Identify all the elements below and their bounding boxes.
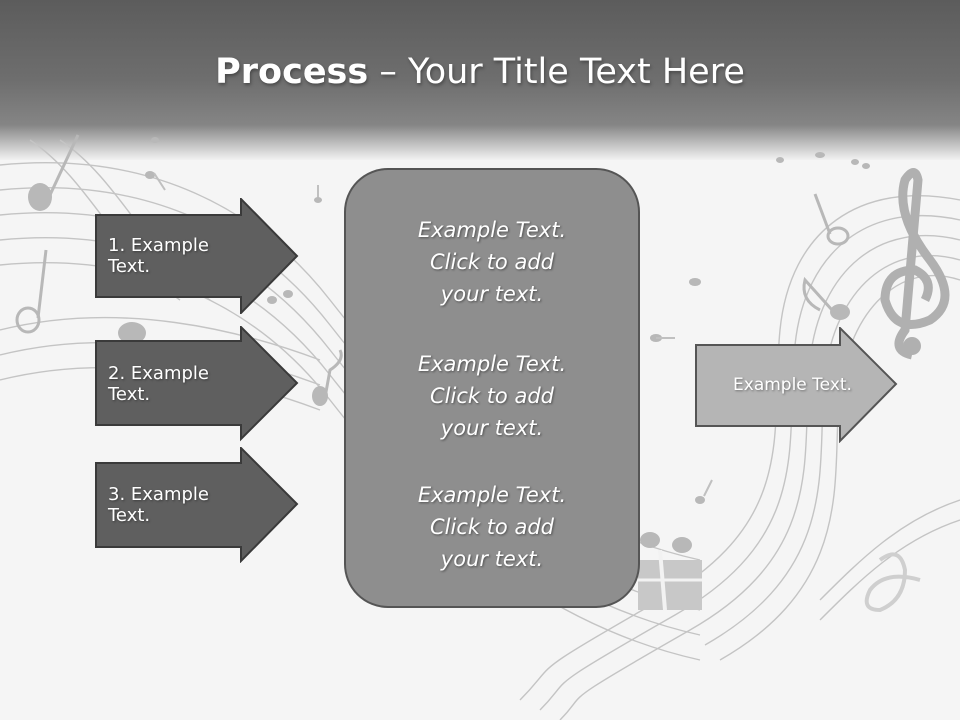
para-line: Click to add [429,250,554,274]
eighth-note-icon [15,249,48,334]
step-label: 1. Example Text. [108,235,209,277]
quarter-note-icon [118,322,146,344]
para-line: Example Text. [417,218,567,242]
para-line: Example Text. [417,483,567,507]
step-label: 2. Example Text. [108,363,209,405]
para-line: Example Text. [417,352,567,376]
arrow-shape [95,326,299,442]
step-arrow-3[interactable]: 3. Example Text. [95,447,300,563]
para-line: your text. [440,282,544,306]
step-arrow-2[interactable]: 2. Example Text. [95,326,300,442]
result-label: Example Text. [733,375,852,395]
eighth-note-icon [145,137,870,504]
eighth-note-icon [312,349,343,406]
center-paragraph-2: Example Text. Click to add your text. [346,348,638,444]
eighth-note-icon [802,276,850,320]
quarter-note-icon [28,134,80,211]
center-paragraph-1: Example Text. Click to add your text. [346,214,638,310]
center-paragraph-3: Example Text. Click to add your text. [346,479,638,575]
para-line: Click to add [429,384,554,408]
arrow-shape [695,327,898,443]
para-line: Click to add [429,515,554,539]
eighth-note-icon [813,193,850,246]
para-line: your text. [440,547,544,571]
result-arrow[interactable]: Example Text. [695,327,900,443]
para-line: your text. [440,416,544,440]
treble-clef-icon [864,552,921,613]
title-rest: – Your Title Text Here [368,52,745,92]
center-text-box[interactable]: Example Text. Click to add your text. Ex… [344,168,640,608]
treble-clef-icon [880,168,950,360]
page-title: Process – Your Title Text Here [0,52,960,92]
title-bold: Process [215,52,369,92]
step-arrow-1[interactable]: 1. Example Text. [95,198,300,314]
beamed-notes-icon [638,532,702,611]
step-label: 3. Example Text. [108,484,209,526]
arrow-shape [95,447,299,563]
title-band [0,0,960,160]
arrow-shape [95,198,299,314]
